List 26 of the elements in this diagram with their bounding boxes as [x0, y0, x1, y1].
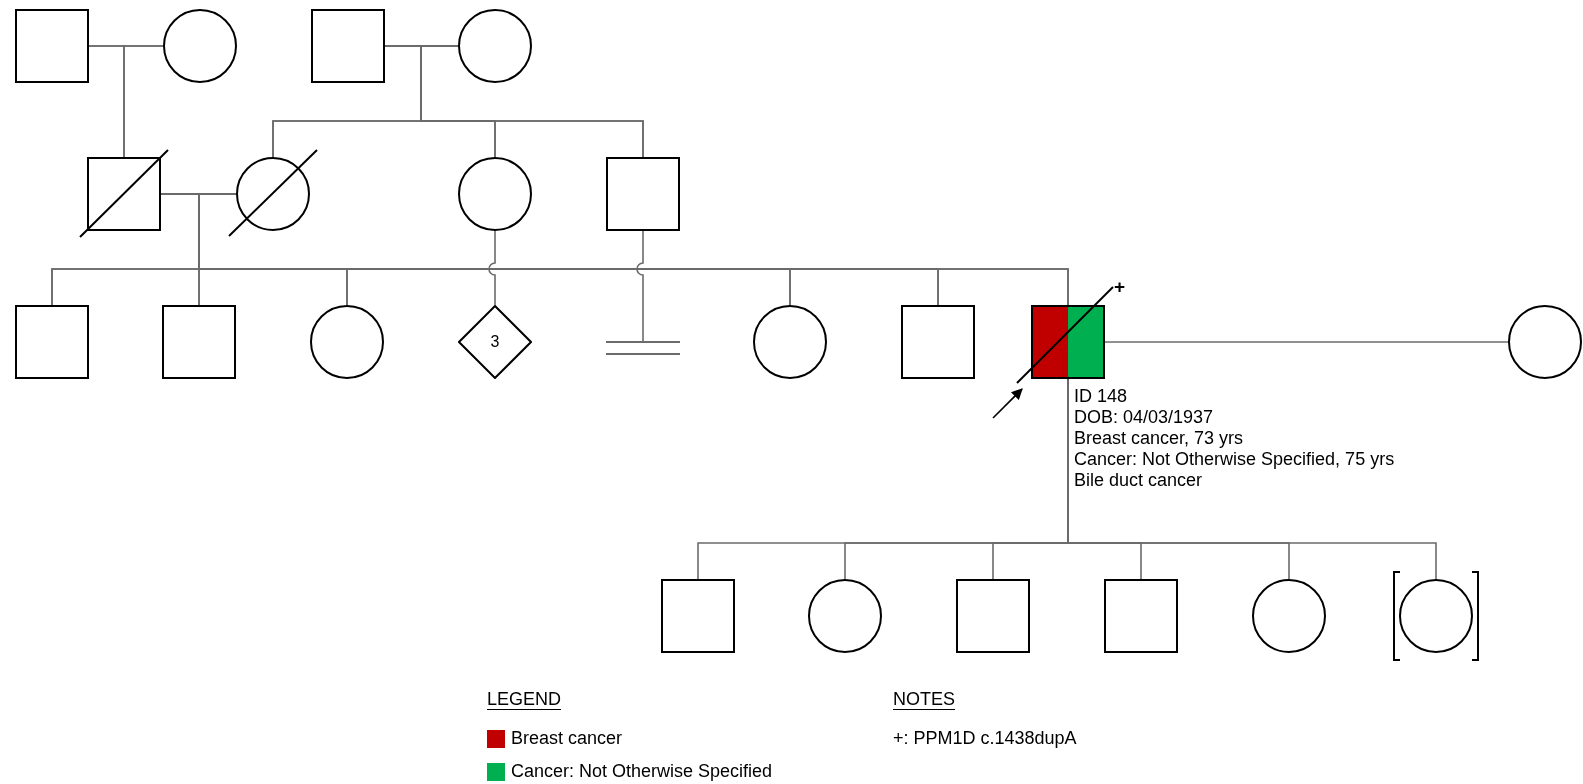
- notes-heading: NOTES: [893, 688, 955, 711]
- male-square: [162, 305, 236, 379]
- male-square: [956, 579, 1030, 653]
- pedigree-line: [636, 230, 644, 342]
- note-text: +: PPM1D c.1438dupA: [893, 727, 1077, 750]
- proband-note: Cancer: Not Otherwise Specified, 75 yrs: [1074, 449, 1395, 470]
- proband-square: [1031, 305, 1105, 379]
- legend-heading: LEGEND: [487, 688, 562, 711]
- male-square: [311, 9, 385, 83]
- plus-sign: +: [1114, 277, 1126, 296]
- pedigree-line: [123, 45, 164, 158]
- male-square: [901, 305, 975, 379]
- male-square: [15, 305, 89, 379]
- proband-arrow: [992, 388, 1023, 419]
- count-label: 3: [490, 332, 500, 352]
- no-children-bar: [606, 341, 680, 355]
- male-square: [1104, 579, 1178, 653]
- male-square: [661, 579, 735, 653]
- pedigree-line: [488, 230, 496, 306]
- male-square: [606, 157, 680, 231]
- proband-note: Breast cancer, 73 yrs: [1074, 428, 1244, 449]
- pedigree-line: [1104, 341, 1509, 343]
- legend-text: Breast cancer: [511, 727, 623, 750]
- legend-text: Cancer: Not Otherwise Specified: [511, 760, 773, 783]
- male-square: [15, 9, 89, 83]
- male-square: [87, 157, 161, 231]
